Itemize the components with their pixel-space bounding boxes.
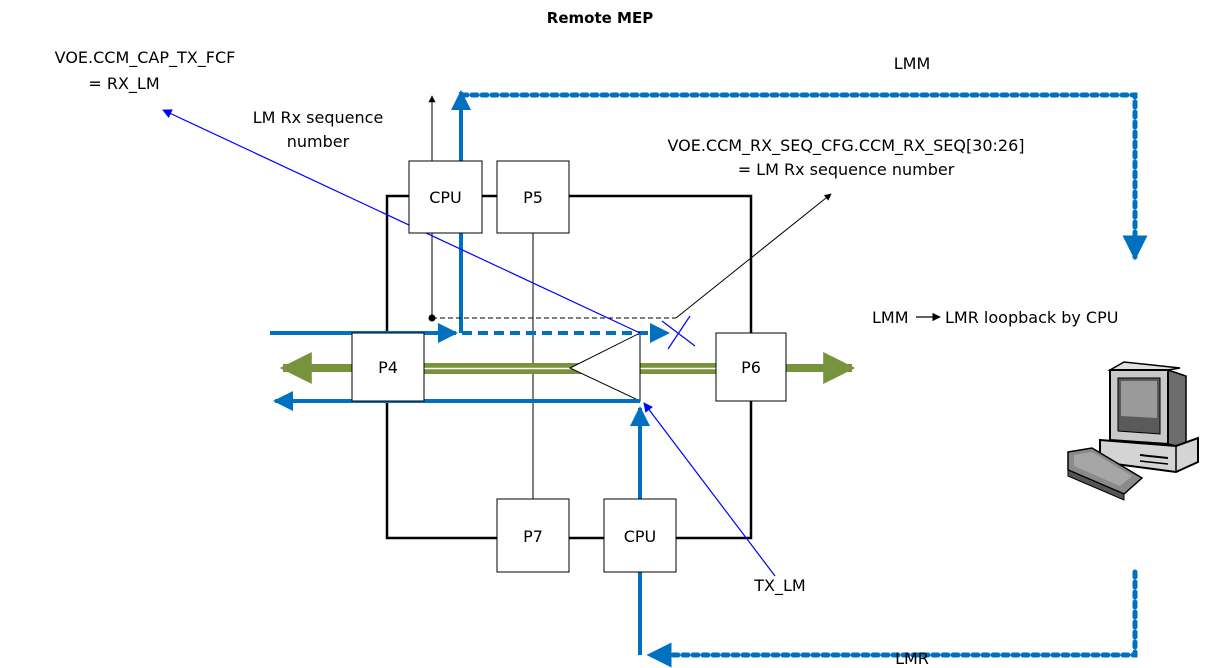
loopback-label-suffix: LMR loopback by CPU [945,308,1118,327]
lmm-label: LMM [894,54,931,73]
drop-mark-b [667,315,691,350]
lmr-label: LMR [895,649,929,668]
diagram-title: Remote MEP [547,9,653,27]
rx-seq-cfg-pointer [675,193,832,319]
lm-rx-seq-label-2: number [287,132,350,151]
rx-lm-annotation-line [162,109,641,334]
computer-icon [1067,361,1199,501]
cap-tx-fcf-label-1: VOE.CCM_CAP_TX_FCF [55,48,236,68]
port-cpu-bottom: CPU [603,498,677,573]
cap-tx-fcf-label-2: = RX_LM [88,74,159,94]
port-p6: P6 [715,332,787,402]
tx-lm-annotation-line [643,402,776,577]
port-p5: P5 [496,160,570,234]
mep-triangle [568,332,641,402]
loopback-label-prefix: LMM [872,308,909,327]
rx-seq-cfg-label-2: = LM Rx sequence number [738,160,955,179]
lmm-external-loop [459,92,1148,261]
port-cpu-bottom-label: CPU [624,527,657,546]
port-p5-label: P5 [523,188,543,207]
port-cpu-top: CPU [408,160,483,234]
port-cpu-top-label: CPU [429,188,462,207]
port-p7-label: P7 [523,527,543,546]
port-p4-label: P4 [378,358,398,377]
lmr-external-loop [646,569,1138,668]
port-p6-label: P6 [741,358,761,377]
rx-seq-cfg-label-1: VOE.CCM_RX_SEQ_CFG.CCM_RX_SEQ[30:26] [667,136,1024,156]
port-p4: P4 [351,332,425,402]
lm-rx-seq-label-1: LM Rx sequence [253,108,384,127]
tx-lm-label: TX_LM [753,576,805,596]
port-p7: P7 [496,498,570,573]
